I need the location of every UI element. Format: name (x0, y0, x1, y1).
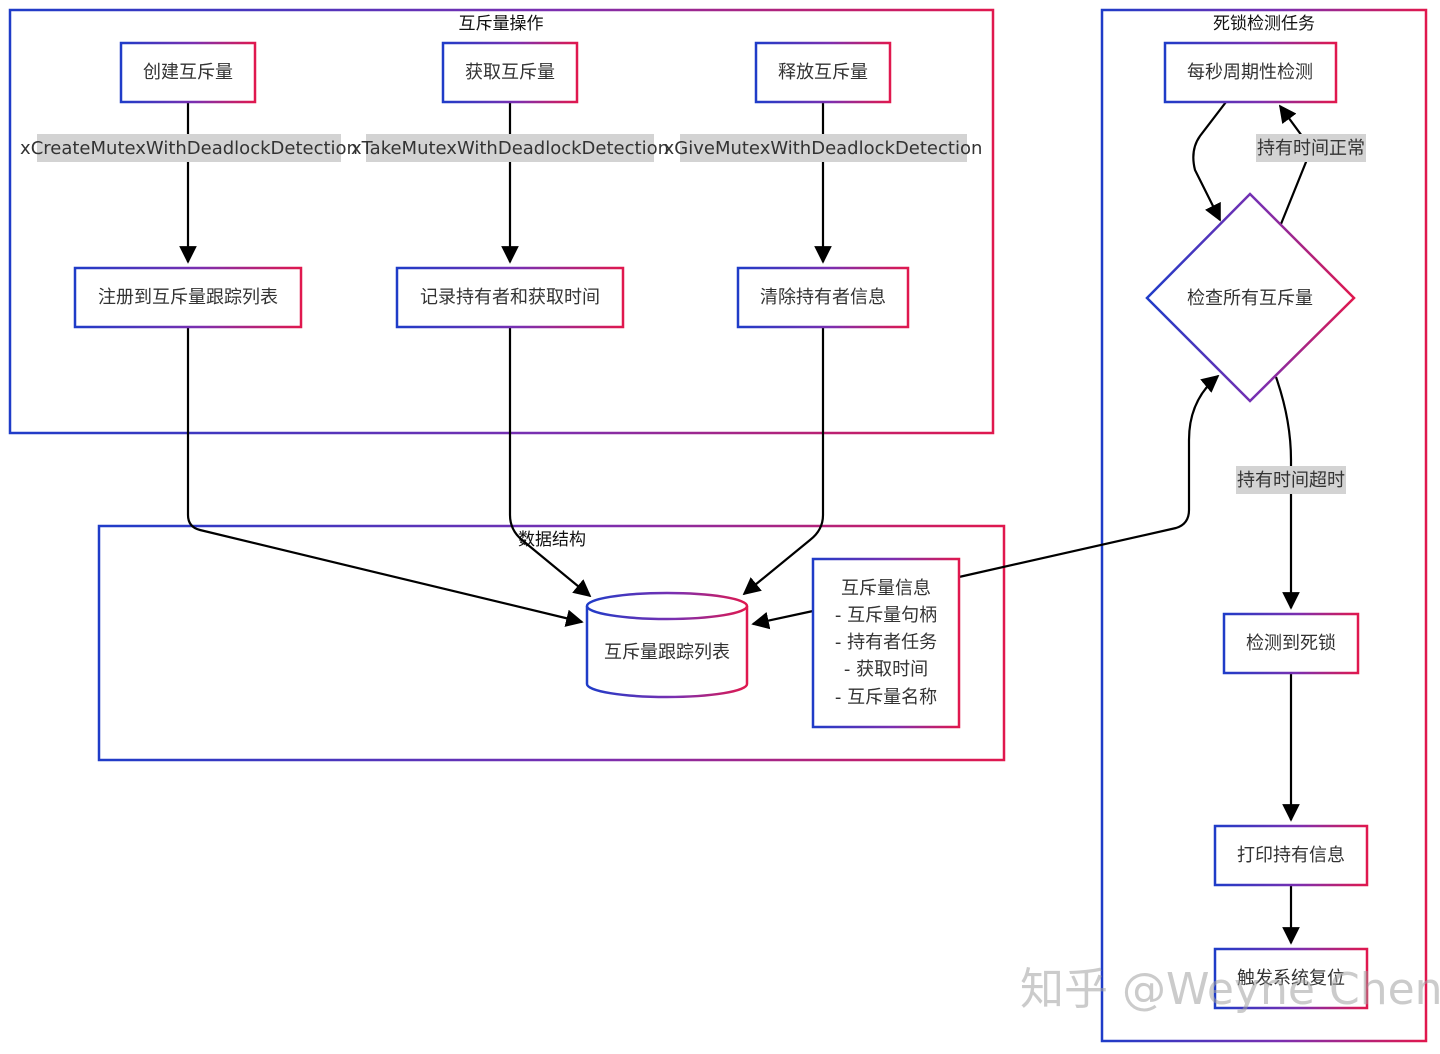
svg-text:xGiveMutexWithDeadlockDetectio: xGiveMutexWithDeadlockDetection (664, 138, 983, 159)
node-clear: 清除持有者信息 (736, 266, 910, 329)
svg-text:释放互斥量: 释放互斥量 (778, 62, 868, 83)
svg-text:打印持有信息: 打印持有信息 (1237, 845, 1345, 866)
cluster-title-mutex-ops: 互斥量操作 (459, 14, 544, 34)
svg-text:创建互斥量: 创建互斥量 (143, 62, 233, 83)
svg-text:持有时间正常: 持有时间正常 (1257, 138, 1365, 159)
node-reset: 触发系统复位 (1213, 947, 1369, 1010)
cluster-data-struct: 数据结构 (97, 524, 1006, 762)
edge-label-take-fn: xTakeMutexWithDeadlockDetection (351, 134, 669, 162)
edge-label-normal: 持有时间正常 (1256, 134, 1366, 162)
node-check-decision: 检查所有互斥量 (1145, 192, 1356, 403)
svg-text:获取互斥量: 获取互斥量 (465, 62, 555, 83)
node-give: 释放互斥量 (754, 41, 892, 104)
svg-text:触发系统复位: 触发系统复位 (1237, 968, 1345, 989)
node-record: 记录持有者和获取时间 (395, 266, 625, 329)
node-detected: 检测到死锁 (1222, 612, 1360, 675)
svg-text:持有时间超时: 持有时间超时 (1237, 470, 1345, 491)
edge-clear-list (742, 327, 825, 596)
edge-info-list (751, 609, 814, 630)
svg-text:- 获取时间: - 获取时间 (844, 659, 928, 680)
svg-text:检测到死锁: 检测到死锁 (1246, 633, 1336, 654)
svg-text:互斥量信息: 互斥量信息 (841, 578, 931, 599)
edge-check-detected (1274, 376, 1300, 610)
edge-label-timeout: 持有时间超时 (1236, 466, 1346, 494)
node-print: 打印持有信息 (1213, 824, 1369, 887)
node-periodic: 每秒周期性检测 (1163, 41, 1338, 104)
edge-register-list (186, 327, 584, 627)
svg-text:记录持有者和获取时间: 记录持有者和获取时间 (420, 287, 600, 308)
edge-label-give-fn: xGiveMutexWithDeadlockDetection (664, 134, 983, 162)
svg-text:- 互斥量名称: - 互斥量名称 (835, 687, 937, 708)
svg-text:注册到互斥量跟踪列表: 注册到互斥量跟踪列表 (98, 287, 278, 308)
svg-text:每秒周期性检测: 每秒周期性检测 (1187, 62, 1313, 83)
svg-text:xCreateMutexWithDeadlockDetect: xCreateMutexWithDeadlockDetection (20, 138, 358, 159)
node-tracking-list-cylinder: 互斥量跟踪列表 (585, 591, 749, 699)
svg-text:检查所有互斥量: 检查所有互斥量 (1187, 288, 1313, 309)
cluster-mutex-ops: 互斥量操作 (8, 8, 995, 435)
svg-text:- 互斥量句柄: - 互斥量句柄 (835, 605, 937, 626)
edge-check-periodic (1278, 104, 1309, 225)
node-mutex-info: 互斥量信息 - 互斥量句柄 - 持有者任务 - 获取时间 - 互斥量名称 (811, 557, 961, 729)
edges (179, 101, 1309, 945)
edge-periodic-check (1192, 101, 1227, 222)
edge-record-list (508, 327, 592, 598)
svg-text:清除持有者信息: 清除持有者信息 (760, 287, 886, 308)
cluster-title-deadlock-task: 死锁检测任务 (1213, 14, 1315, 34)
watermark-text: 知乎 @Weyne Chen (1020, 964, 1440, 1015)
svg-text:xTakeMutexWithDeadlockDetectio: xTakeMutexWithDeadlockDetection (351, 138, 669, 159)
node-create: 创建互斥量 (119, 41, 257, 104)
edge-label-create-fn: xCreateMutexWithDeadlockDetection (20, 134, 358, 162)
cluster-title-data-struct: 数据结构 (518, 530, 586, 550)
node-take: 获取互斥量 (441, 41, 579, 104)
edge-info-check (958, 374, 1220, 579)
svg-text:互斥量跟踪列表: 互斥量跟踪列表 (604, 642, 730, 663)
node-register: 注册到互斥量跟踪列表 (73, 266, 303, 329)
svg-text:- 持有者任务: - 持有者任务 (835, 632, 937, 653)
cluster-deadlock-task: 死锁检测任务 (1100, 8, 1428, 1043)
